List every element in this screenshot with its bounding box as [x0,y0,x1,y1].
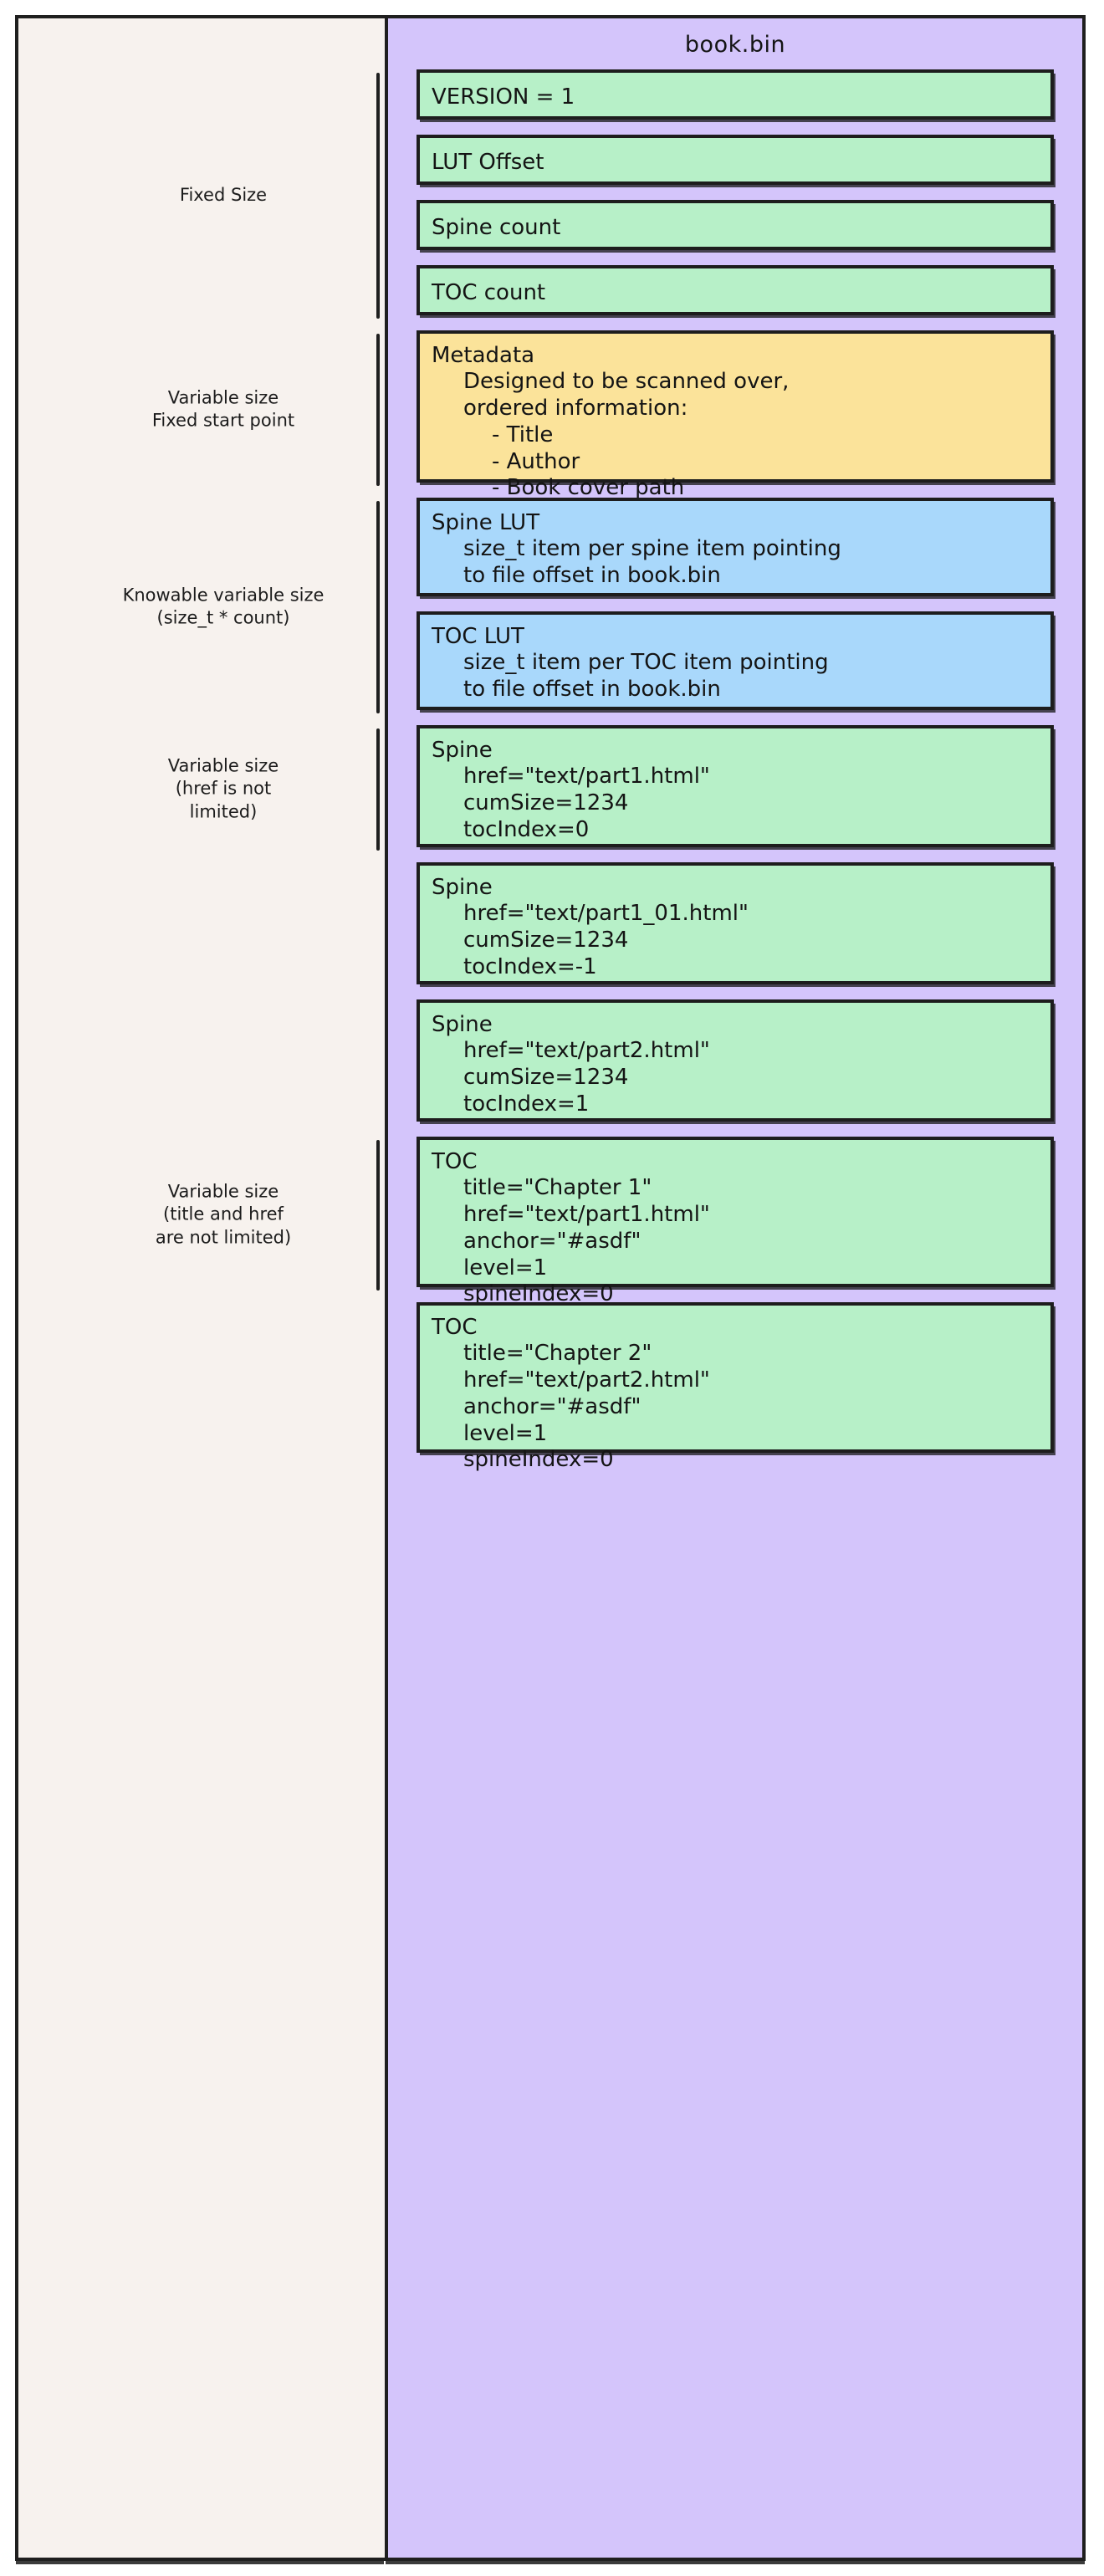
block-line: to file offset in book.bin [463,677,721,703]
block-version: VERSION = 1 [417,69,1054,120]
block-line: href="text/part2.html" [463,1367,710,1393]
block-line: ordered information: [463,396,688,422]
block-title: TOC [432,1314,478,1340]
block-line: href="text/part2.html" [463,1038,710,1064]
block-lut-offset: LUT Offset [417,134,1054,185]
bracket-rail-fixed-size [376,72,380,319]
block-title: TOC LUT [432,623,524,649]
block-subline: - Title [492,422,554,447]
block-title: Spine [432,874,493,900]
block-subline: - Author [492,448,580,474]
label-fixed-size: Fixed Size [179,184,268,205]
block-line: tocIndex=-1 [463,953,597,979]
block-title: Spine [432,1011,493,1037]
bracket-rail-knowable-variable-size [376,500,380,713]
block-line: level=1 [463,1255,548,1280]
block-line: tocIndex=1 [463,1091,590,1117]
label-knowable-variable-size: Knowable variable size (size_t * count) [122,584,325,628]
bracket-rail-variable-fixed-start [376,333,380,486]
block-title: TOC count [432,279,546,305]
block-title: Spine count [432,214,561,240]
bracket-rail-variable-href [376,728,380,851]
block-subline: - Book cover path [492,475,685,501]
block-line: to file offset in book.bin [463,563,721,589]
block-title: TOC [432,1148,478,1174]
annotation-column: Fixed Size Variable size Fixed start poi… [15,15,385,2561]
block-title: VERSION = 1 [432,84,575,110]
label-variable-fixed-start: Variable size Fixed start point [151,386,295,431]
block-line: cumSize=1234 [463,1065,629,1091]
block-spine-count: Spine count [417,199,1054,250]
block-line: cumSize=1234 [463,790,629,816]
block-title: LUT Offset [432,149,544,175]
file-title: book.bin [684,32,786,58]
file-format-diagram: Fixed Size Variable size Fixed start poi… [15,15,1086,2561]
bracket-rail-variable-title-href [376,1139,380,1291]
block-line: title="Chapter 1" [463,1175,652,1201]
block-line: href="text/part1.html" [463,1202,710,1228]
block-line: size_t item per spine item pointing [463,536,841,562]
block-title: Metadata [432,342,535,368]
block-toc-count: TOC count [417,264,1054,315]
block-line: tocIndex=0 [463,816,590,842]
block-title: Spine [432,737,493,763]
label-variable-title-href: Variable size (title and href are not li… [155,1181,292,1248]
block-line: Designed to be scanned over, [463,369,790,395]
block-line: anchor="#asdf" [463,1393,641,1419]
block-line: anchor="#asdf" [463,1228,641,1254]
block-title: Spine LUT [432,509,540,535]
block-line: title="Chapter 2" [463,1341,652,1367]
block-line: href="text/part1.html" [463,764,710,790]
block-line: level=1 [463,1420,548,1446]
label-variable-href: Variable size (href is not limited) [167,755,279,822]
block-line: size_t item per TOC item pointing [463,650,829,676]
block-line: href="text/part1_01.html" [463,901,749,927]
block-line: spineIndex=0 [463,1447,614,1473]
block-line: cumSize=1234 [463,928,629,953]
